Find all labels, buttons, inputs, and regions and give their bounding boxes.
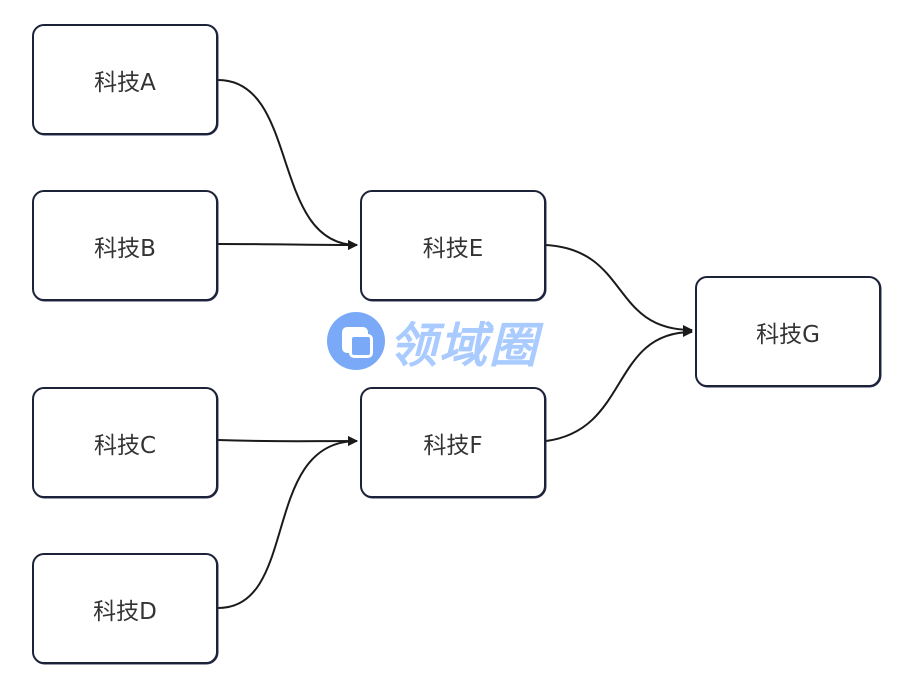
edge-e-g [545, 244, 693, 335]
node-d[interactable]: 科技D [32, 553, 218, 664]
watermark: 领域圈 [327, 312, 539, 374]
node-e-label: 科技E [422, 235, 484, 262]
node-e[interactable]: 科技E [360, 190, 546, 301]
node-a[interactable]: 科技A [32, 24, 218, 135]
node-f-label: 科技F [423, 432, 483, 459]
edge-d-f [217, 436, 358, 609]
node-g-label: 科技G [756, 321, 820, 348]
edge-a-e [217, 79, 358, 250]
watermark-logo-icon [327, 312, 385, 370]
node-b[interactable]: 科技B [32, 190, 218, 301]
node-a-label: 科技A [94, 69, 156, 96]
node-g[interactable]: 科技G [695, 276, 881, 387]
node-c-label: 科技C [93, 432, 157, 459]
edge-c-f [217, 436, 358, 447]
watermark-text: 领域圈 [389, 318, 540, 374]
node-f[interactable]: 科技F [360, 387, 546, 498]
node-b-label: 科技B [94, 235, 156, 262]
edge-f-g [545, 327, 693, 442]
node-d-label: 科技D [93, 598, 157, 625]
node-c[interactable]: 科技C [32, 387, 218, 498]
edge-b-e [217, 239, 358, 250]
